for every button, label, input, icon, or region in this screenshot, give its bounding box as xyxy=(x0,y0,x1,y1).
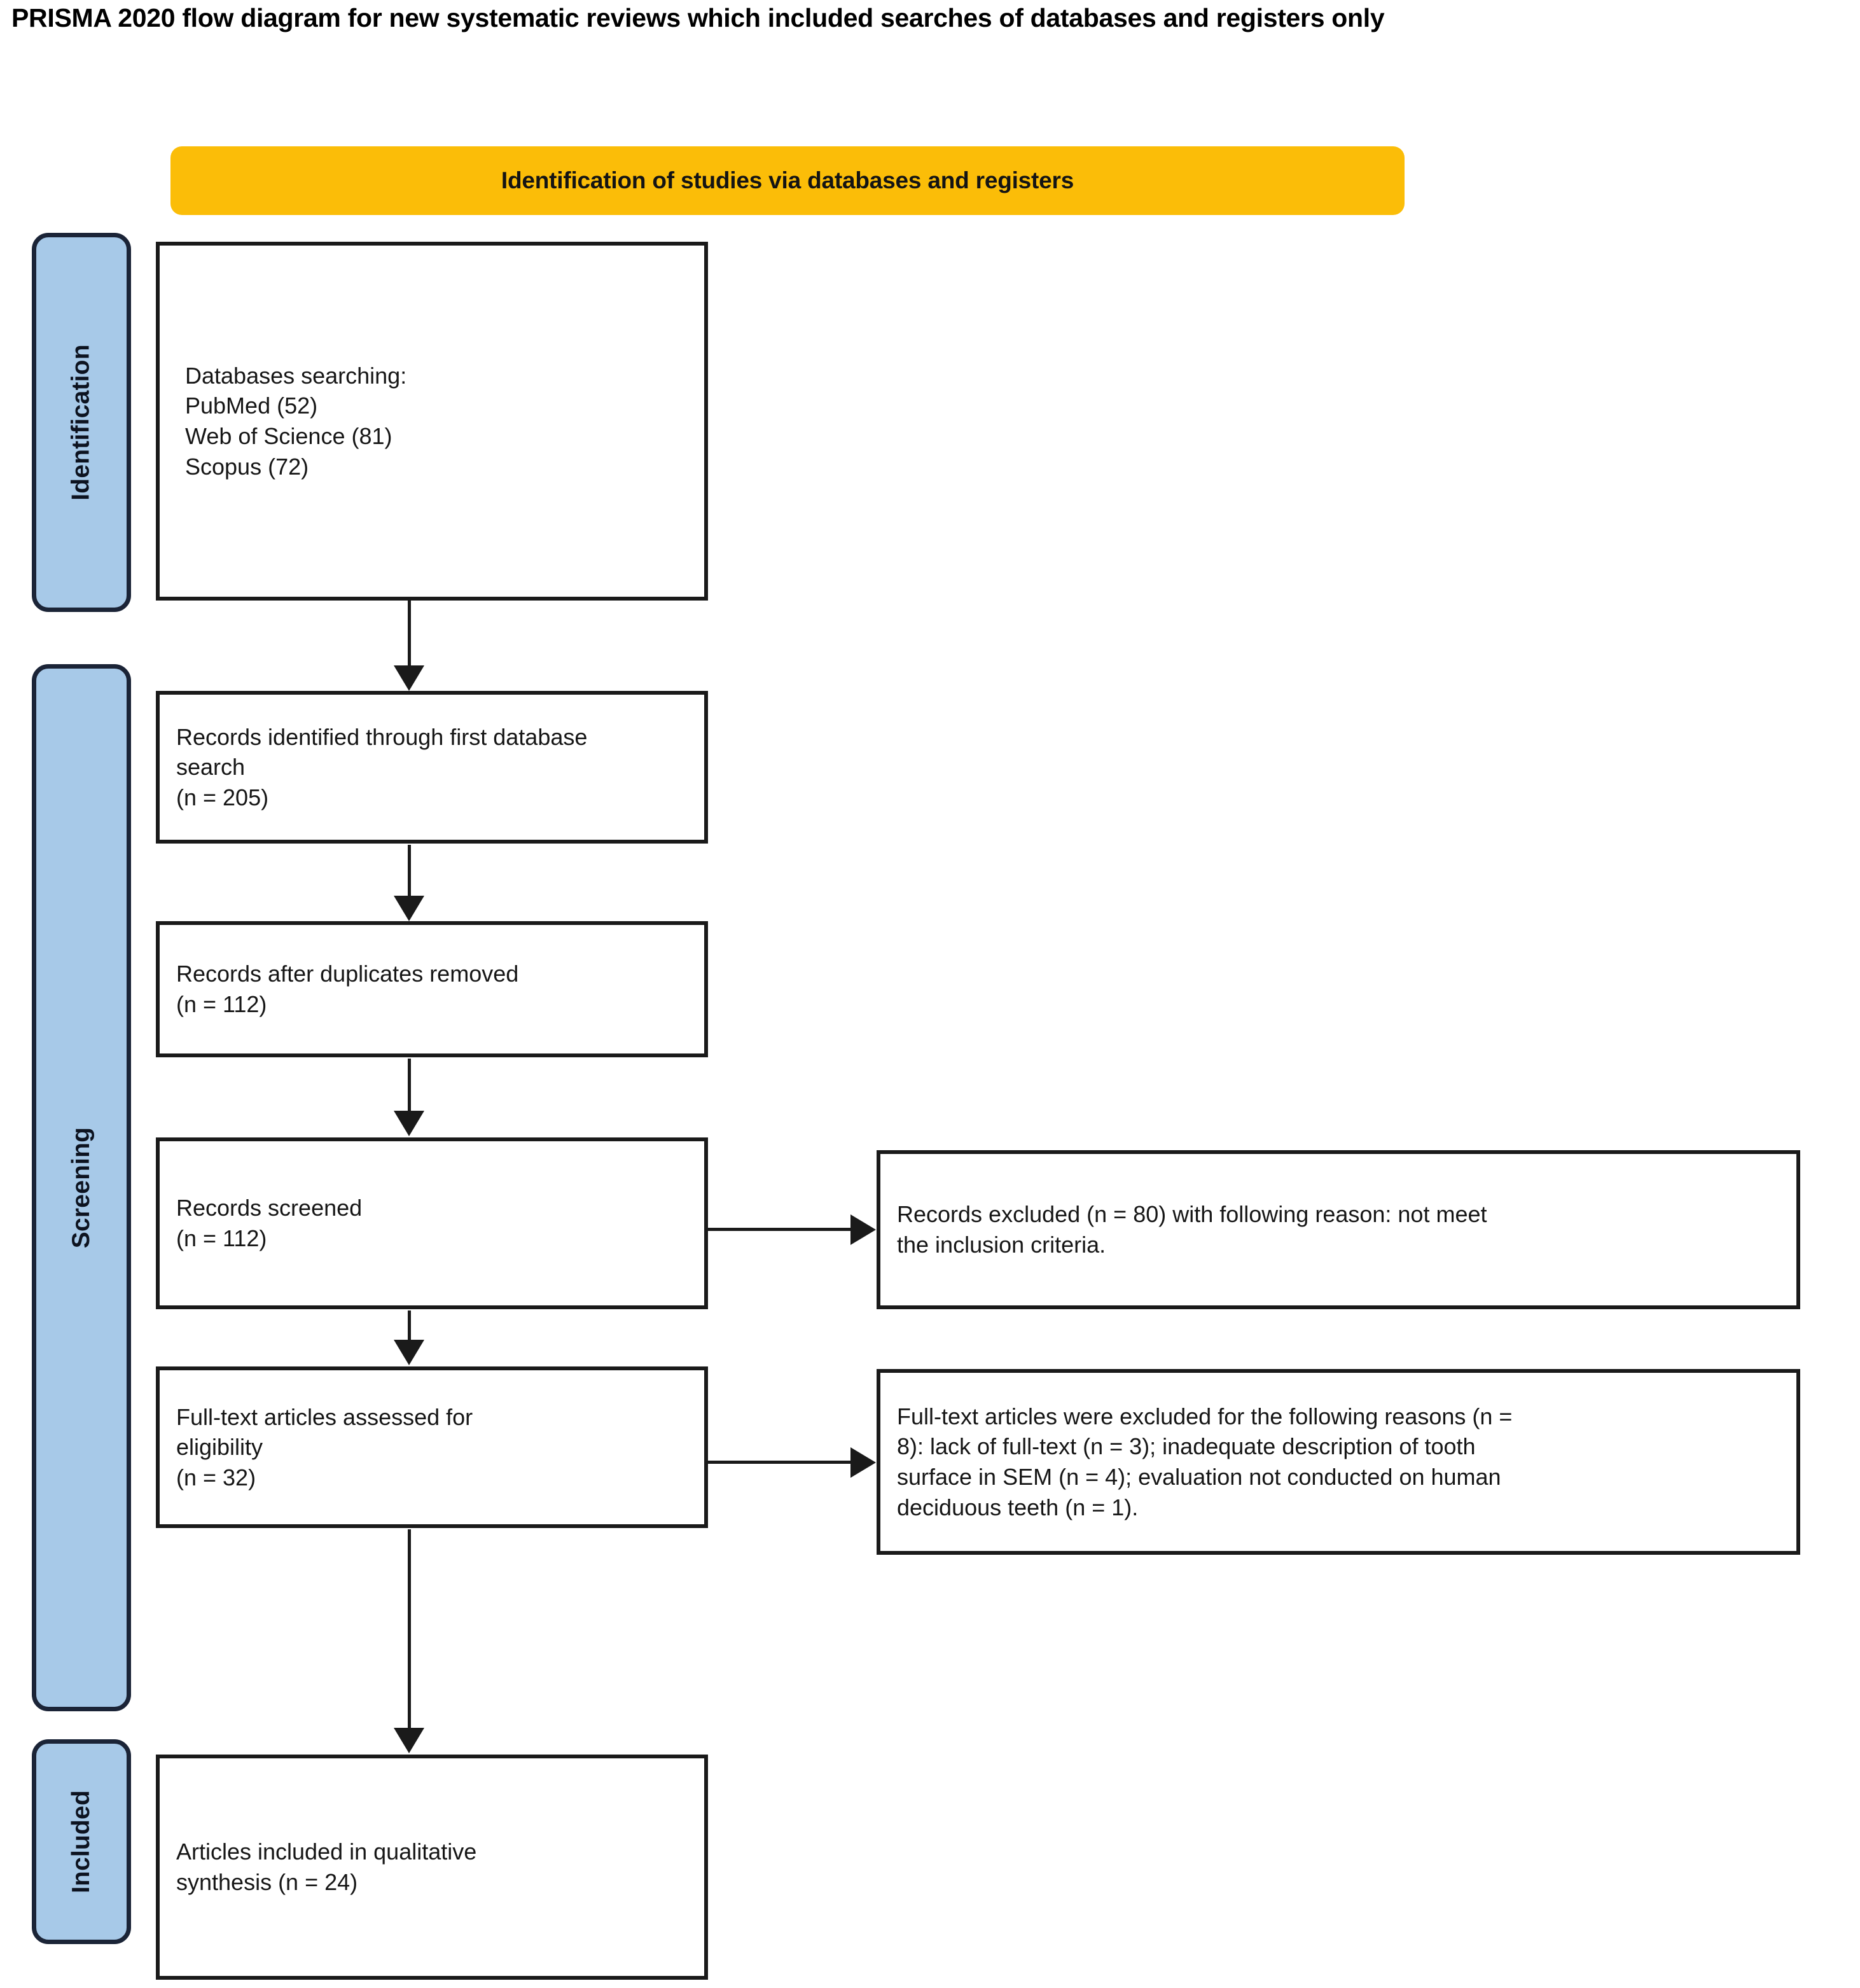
flow-box-fulltext-excluded-text: Full-text articles were excluded for the… xyxy=(897,1403,1513,1520)
phase-bar-included: Included xyxy=(32,1739,131,1944)
flow-box-databases-searching-text: Databases searching: PubMed (52) Web of … xyxy=(185,362,407,480)
flow-box-records-identified-text: Records identified through first databas… xyxy=(176,723,588,810)
flow-box-articles-included: Articles included in qualitative synthes… xyxy=(156,1755,708,1980)
flow-box-duplicates-removed-text: Records after duplicates removed (n = 11… xyxy=(176,961,519,1017)
phase-bar-identification: Identification xyxy=(32,233,131,612)
flow-box-records-excluded-text: Records excluded (n = 80) with following… xyxy=(897,1201,1487,1258)
stage-banner-label: Identification of studies via databases … xyxy=(501,167,1074,193)
page-title: PRISMA 2020 flow diagram for new systema… xyxy=(11,3,1385,32)
connector-line-duplicates-to-records-screened xyxy=(408,1059,411,1112)
arrow-down-icon-records-screened-to-fulltext-assessed xyxy=(394,1340,424,1365)
flow-box-records-identified: Records identified through first databas… xyxy=(156,691,708,844)
arrow-down-icon-databases-to-records-identified xyxy=(394,665,424,691)
flow-box-fulltext-excluded: Full-text articles were excluded for the… xyxy=(877,1369,1800,1555)
connector-line-fulltext-assessed-to-articles-included xyxy=(408,1529,411,1729)
arrow-right-icon-records-screened-to-records-excluded xyxy=(850,1214,876,1245)
flow-box-records-excluded: Records excluded (n = 80) with following… xyxy=(877,1150,1800,1309)
flow-box-databases-searching: Databases searching: PubMed (52) Web of … xyxy=(156,242,708,601)
phase-bar-screening-label: Screening xyxy=(67,1127,95,1249)
connector-line-records-screened-to-fulltext-assessed xyxy=(408,1310,411,1341)
connector-line-records-screened-to-records-excluded xyxy=(708,1228,852,1231)
flow-box-records-screened: Records screened (n = 112) xyxy=(156,1137,708,1309)
flow-box-duplicates-removed: Records after duplicates removed (n = 11… xyxy=(156,921,708,1057)
arrow-down-icon-fulltext-assessed-to-articles-included xyxy=(394,1728,424,1753)
phase-bar-identification-label: Identification xyxy=(67,344,95,501)
flow-box-articles-included-text: Articles included in qualitative synthes… xyxy=(176,1839,477,1895)
arrow-down-icon-duplicates-to-records-screened xyxy=(394,1111,424,1136)
flow-box-records-screened-text: Records screened (n = 112) xyxy=(176,1195,363,1251)
phase-bar-included-label: Included xyxy=(67,1790,95,1893)
flow-box-fulltext-assessed: Full-text articles assessed for eligibil… xyxy=(156,1366,708,1528)
connector-line-records-identified-to-duplicates xyxy=(408,845,411,897)
connector-line-databases-to-records-identified xyxy=(408,601,411,667)
arrow-right-icon-fulltext-assessed-to-fulltext-excluded xyxy=(850,1447,876,1478)
arrow-down-icon-records-identified-to-duplicates xyxy=(394,896,424,921)
connector-line-fulltext-assessed-to-fulltext-excluded xyxy=(708,1461,852,1464)
phase-bar-screening: Screening xyxy=(32,664,131,1711)
flow-box-fulltext-assessed-text: Full-text articles assessed for eligibil… xyxy=(176,1403,473,1491)
identification-stage-banner: Identification of studies via databases … xyxy=(170,146,1405,215)
